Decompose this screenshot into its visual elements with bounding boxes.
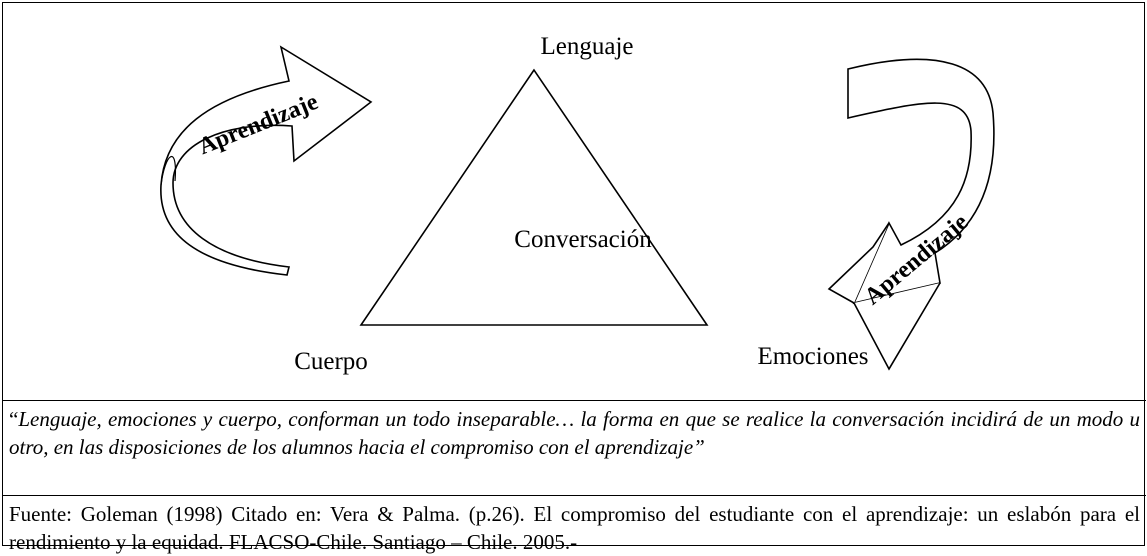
label-conversacion: Conversación (514, 226, 652, 253)
right-curved-arrow: Aprendizaje (827, 58, 995, 371)
source-row: Fuente: Goleman (1998) Citado en: Vera &… (3, 495, 1146, 554)
left-curved-arrow: Aprendizaje (160, 45, 373, 276)
quote-paragraph: “Lenguaje, emociones y cuerpo, conforman… (9, 405, 1140, 461)
diagram-svg: Lenguaje Conversación Cuerpo Emociones A… (160, 33, 995, 375)
label-emociones: Emociones (757, 343, 868, 370)
diagram-area: Lenguaje Conversación Cuerpo Emociones A… (3, 3, 1146, 400)
quote-open-mark: “ (9, 407, 19, 431)
label-lenguaje: Lenguaje (540, 33, 633, 60)
label-cuerpo: Cuerpo (294, 348, 368, 375)
triangle (359, 68, 709, 326)
quote-text: Lenguaje, emociones y cuerpo, conforman … (9, 407, 1140, 459)
quote-row: “Lenguaje, emociones y cuerpo, conforman… (3, 400, 1146, 495)
